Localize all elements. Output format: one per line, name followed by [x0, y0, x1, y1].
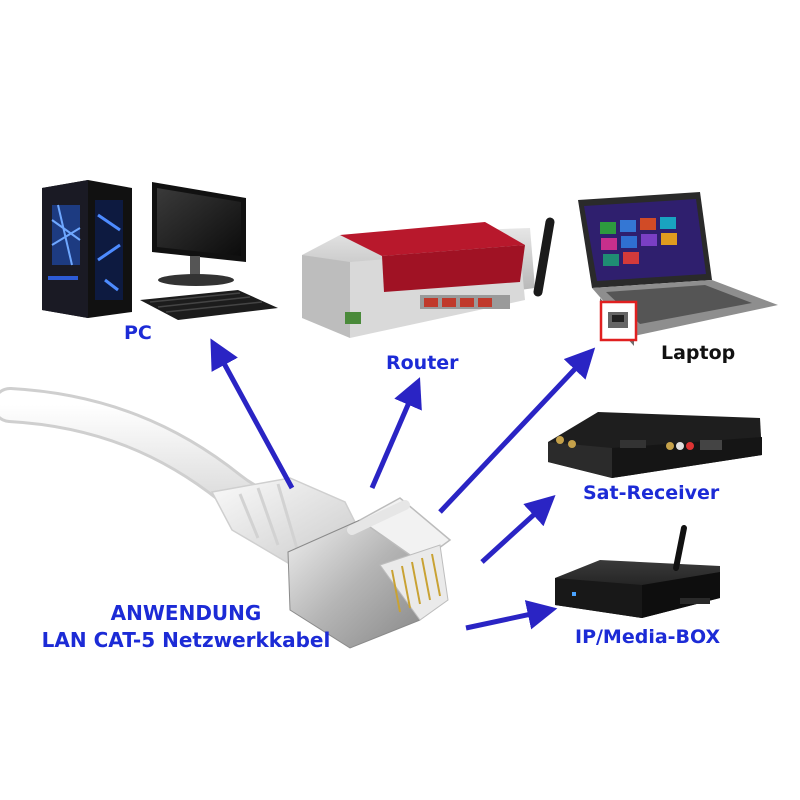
caption-title: ANWENDUNG	[110, 601, 262, 625]
laptop-label: Laptop	[661, 342, 736, 364]
arrow-to-pc	[210, 338, 295, 490]
satellite-receiver-icon	[548, 412, 762, 478]
pc-label: PC	[124, 322, 152, 344]
router-icon	[302, 217, 555, 338]
caption: ANWENDUNG LAN CAT-5 Netzwerkkabel	[16, 600, 356, 654]
sat-receiver-label: Sat-Receiver	[583, 482, 720, 504]
connection-arrows	[210, 338, 596, 631]
rj45-cable-icon	[0, 387, 452, 649]
router-label: Router	[386, 352, 459, 374]
arrow-to-media-box	[465, 600, 558, 631]
laptop-icon	[578, 192, 778, 346]
caption-subtitle: LAN CAT-5 Netzwerkkabel	[41, 628, 331, 652]
arrow-to-router	[369, 377, 422, 489]
desktop-computer-icon	[42, 180, 278, 320]
arrow-to-laptop	[438, 347, 596, 514]
media-box-icon	[555, 525, 720, 618]
arrow-to-sat-receiver	[480, 494, 556, 564]
media-box-label: IP/Media-BOX	[575, 626, 721, 648]
